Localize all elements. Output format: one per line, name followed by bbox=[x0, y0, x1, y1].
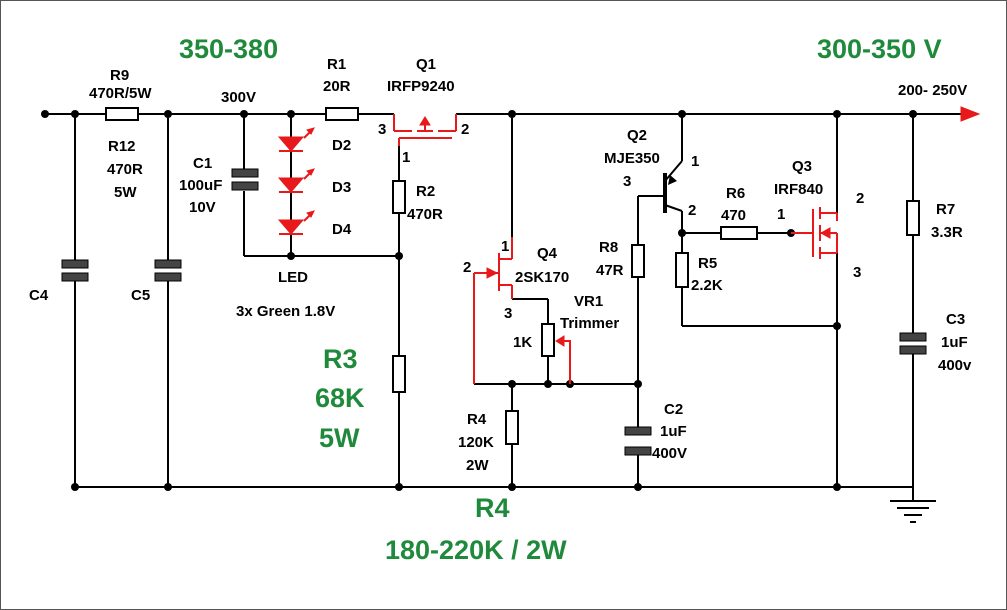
c3-value: 1uF bbox=[941, 334, 968, 351]
q3-part: IRF840 bbox=[774, 181, 823, 198]
resistor-r8 bbox=[631, 244, 645, 278]
q2-pin3: 3 bbox=[623, 173, 631, 190]
d3-label: D3 bbox=[332, 179, 351, 196]
r3-power-label: 5W bbox=[319, 423, 360, 453]
r2-value: 470R bbox=[407, 206, 443, 223]
trimmer-vr1 bbox=[541, 323, 555, 357]
r9-value: 470R/5W bbox=[89, 85, 152, 102]
r6-name: R6 bbox=[726, 185, 745, 202]
c3-name: C3 bbox=[946, 311, 965, 328]
d4-label: D4 bbox=[332, 221, 352, 238]
trimmer-wiper bbox=[555, 335, 571, 384]
r1-value: 20R bbox=[323, 78, 351, 95]
c1-name: C1 bbox=[193, 155, 212, 172]
c2-voltage: 400V bbox=[652, 445, 687, 462]
r3-title-label: R3 bbox=[323, 344, 358, 374]
q1-part: IRFP9240 bbox=[387, 78, 455, 95]
r4-power: 2W bbox=[466, 457, 489, 474]
vr1-value: 1K bbox=[513, 334, 532, 351]
c2-value: 1uF bbox=[660, 423, 687, 440]
c5-label: C5 bbox=[131, 287, 150, 304]
r5-name: R5 bbox=[698, 255, 717, 272]
capacitor-c5 bbox=[154, 259, 182, 282]
c2-name: C2 bbox=[664, 401, 683, 418]
led-d3-icon bbox=[277, 168, 315, 193]
r3-value-label: 68K bbox=[315, 383, 365, 413]
r6-value: 470 bbox=[721, 207, 746, 224]
q2-name: Q2 bbox=[627, 127, 647, 144]
c4-label: C4 bbox=[29, 287, 49, 304]
c1-value: 100uF bbox=[179, 177, 222, 194]
junction-dots bbox=[41, 110, 917, 491]
c1-voltage: 10V bbox=[189, 199, 216, 216]
jfet-q4-icon bbox=[473, 237, 513, 384]
r8-name: R8 bbox=[599, 239, 618, 256]
vr1-name: VR1 bbox=[574, 293, 603, 310]
resistor-r1 bbox=[325, 107, 359, 121]
q2-pin1: 1 bbox=[691, 153, 699, 170]
r7-value: 3.3R bbox=[931, 224, 963, 241]
q4-pin2: 2 bbox=[463, 259, 471, 276]
q4-name: Q4 bbox=[537, 245, 558, 262]
q1-pin1: 1 bbox=[402, 149, 410, 166]
d2-label: D2 bbox=[332, 137, 351, 154]
c3-voltage: 400v bbox=[938, 357, 972, 374]
capacitor-c4 bbox=[61, 259, 89, 282]
q1-pin2: 2 bbox=[461, 121, 469, 138]
capacitor-c2 bbox=[624, 426, 652, 456]
output-arrow-icon bbox=[960, 106, 981, 122]
q3-pin2: 2 bbox=[856, 190, 864, 207]
r2-name: R2 bbox=[416, 183, 435, 200]
led-spec-label: 3x Green 1.8V bbox=[236, 303, 335, 320]
r12-power: 5W bbox=[114, 184, 137, 201]
resistor-r6 bbox=[720, 226, 758, 240]
resistor-r7 bbox=[906, 200, 920, 236]
led-d2-icon bbox=[277, 127, 315, 152]
led-d4-icon bbox=[277, 210, 315, 235]
wires bbox=[45, 113, 961, 501]
q4-pin1: 1 bbox=[501, 238, 509, 255]
led-label: LED bbox=[278, 269, 308, 286]
r12-name: R12 bbox=[108, 138, 136, 155]
r4-title-label: R4 bbox=[475, 493, 510, 523]
r4-name: R4 bbox=[467, 411, 487, 428]
q4-part: 2SK170 bbox=[515, 269, 569, 286]
output-voltage-label: 300-350 V bbox=[817, 34, 942, 64]
r7-name: R7 bbox=[936, 201, 955, 218]
output-node-label: 200- 250V bbox=[898, 82, 967, 99]
q4-pin3: 3 bbox=[504, 305, 512, 322]
q3-pin3: 3 bbox=[853, 264, 861, 281]
vr1-type: Trimmer bbox=[560, 315, 619, 332]
r5-value: 2.2K bbox=[691, 277, 723, 294]
q2-pin2: 2 bbox=[688, 202, 696, 219]
q2-part: MJE350 bbox=[604, 150, 660, 167]
r4-value-label: 180-220K / 2W bbox=[385, 535, 567, 565]
resistor-r4 bbox=[505, 410, 519, 445]
input-voltage-label: 350-380 bbox=[179, 34, 278, 64]
capacitor-c1 bbox=[231, 168, 259, 191]
capacitor-c3 bbox=[899, 332, 927, 355]
resistor-r9 bbox=[105, 107, 139, 121]
q1-pin3: 3 bbox=[378, 121, 386, 138]
resistor-r2 bbox=[392, 180, 406, 214]
r12-value: 470R bbox=[107, 161, 143, 178]
r4-value: 120K bbox=[458, 434, 494, 451]
r9-name: R9 bbox=[110, 67, 129, 84]
mosfet-q1-icon bbox=[393, 114, 457, 146]
resistor-r3 bbox=[392, 355, 406, 393]
resistor-r5 bbox=[675, 252, 689, 288]
q1-name: Q1 bbox=[416, 56, 436, 73]
r1-name: R1 bbox=[327, 56, 346, 73]
q3-name: Q3 bbox=[792, 158, 812, 175]
transistor-q2-icon bbox=[663, 160, 683, 213]
q3-pin1: 1 bbox=[777, 206, 785, 223]
r8-value: 47R bbox=[596, 262, 624, 279]
node-300v-label: 300V bbox=[221, 89, 256, 106]
ground-icon bbox=[890, 500, 936, 523]
mosfet-q3-icon bbox=[791, 207, 838, 259]
